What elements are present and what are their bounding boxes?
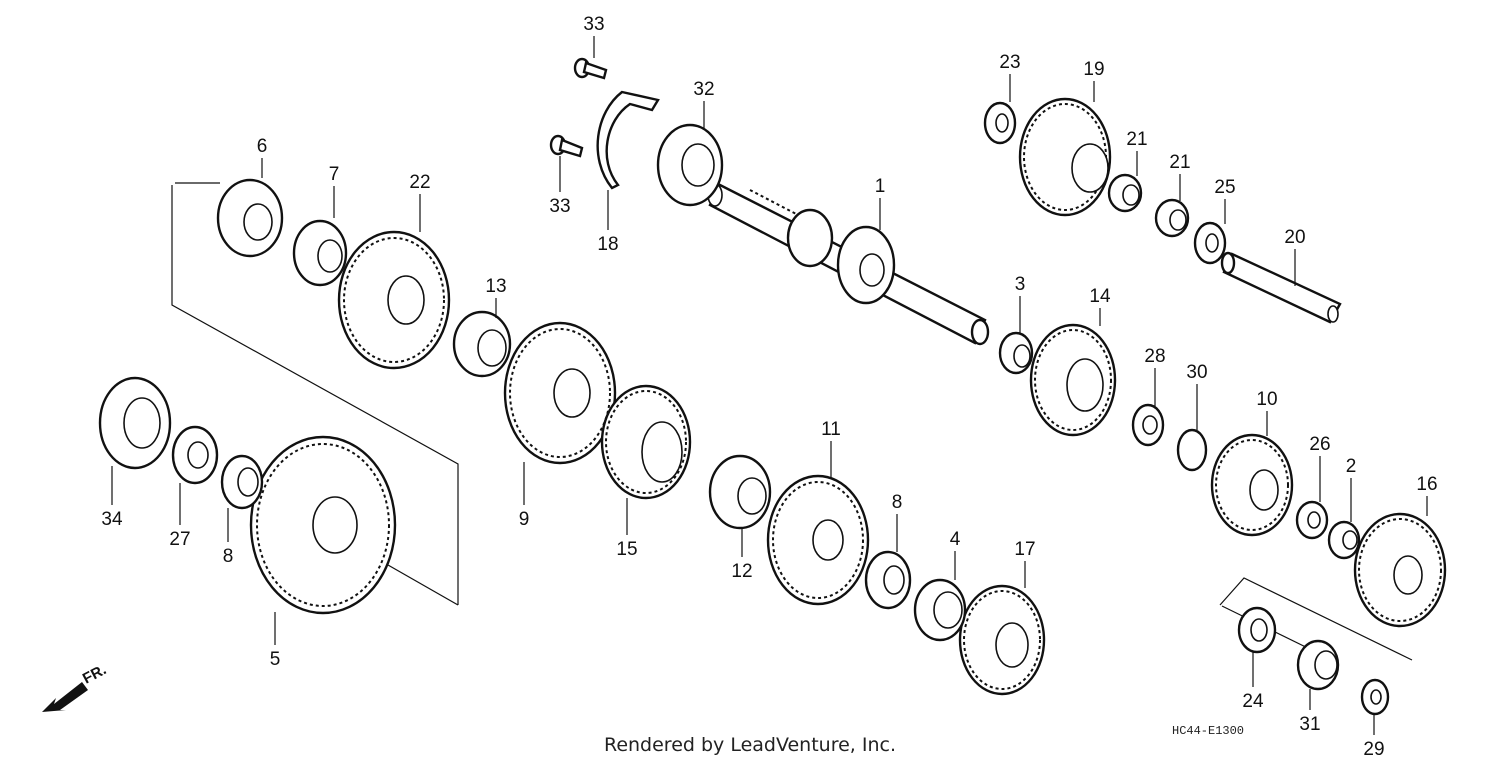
bushing-8a xyxy=(220,454,264,510)
collar-21b xyxy=(1154,198,1190,238)
callout-28: 28 xyxy=(1144,346,1165,367)
washer-26 xyxy=(1295,500,1329,540)
gear-14 xyxy=(1029,323,1117,437)
washer-29 xyxy=(1360,678,1390,716)
gear-16 xyxy=(1353,512,1447,628)
bushing-4 xyxy=(913,578,967,642)
callout-26: 26 xyxy=(1309,434,1330,455)
callout-9: 9 xyxy=(519,509,530,530)
callout-29: 29 xyxy=(1363,739,1384,760)
callout-33b: 33 xyxy=(549,196,570,217)
callout-31: 31 xyxy=(1299,714,1320,735)
callout-8a: 8 xyxy=(223,546,234,567)
callout-16: 16 xyxy=(1416,474,1437,495)
callout-6: 6 xyxy=(257,136,268,157)
group-bracket-left xyxy=(171,182,459,606)
callout-7: 7 xyxy=(329,164,340,185)
callout-24: 24 xyxy=(1242,691,1264,712)
callout-22: 22 xyxy=(409,172,430,193)
bushing-2 xyxy=(1327,520,1361,560)
render-credit: Rendered by LeadVenture, Inc. xyxy=(603,734,897,756)
bearing-7 xyxy=(292,219,348,287)
bushing-12 xyxy=(708,454,772,530)
callout-13: 13 xyxy=(485,276,506,297)
countershaft xyxy=(1220,251,1342,324)
callout-12: 12 xyxy=(731,561,752,582)
bushing-13 xyxy=(452,310,512,378)
mainshaft xyxy=(707,183,990,346)
callout-20: 20 xyxy=(1284,227,1305,248)
collar-21a xyxy=(1107,173,1143,213)
bushing-3 xyxy=(998,331,1034,375)
callout-32: 32 xyxy=(693,79,714,100)
circlip-30 xyxy=(1176,428,1208,472)
callout-30: 30 xyxy=(1186,362,1207,383)
bearing-31 xyxy=(1296,639,1340,691)
callout-11: 11 xyxy=(821,419,841,440)
drawing-code: HC44-E1300 xyxy=(1172,724,1245,738)
bearing-34 xyxy=(98,376,172,470)
callout-3: 3 xyxy=(1015,274,1026,295)
gear-22 xyxy=(337,230,451,370)
callout-15: 15 xyxy=(616,539,637,560)
callout-23: 23 xyxy=(999,52,1020,73)
hub-6 xyxy=(216,178,284,258)
callout-leaders xyxy=(111,36,1428,735)
callout-33a: 33 xyxy=(583,14,604,35)
washer-25 xyxy=(1193,221,1227,265)
washer-23 xyxy=(983,101,1017,145)
bearing-8b xyxy=(864,550,912,610)
front-direction-arrow-icon: FR. xyxy=(42,661,109,712)
gear-5 xyxy=(249,435,397,615)
callout-5: 5 xyxy=(270,649,281,670)
callout-17: 17 xyxy=(1014,539,1035,560)
callout-labels: 1 2 3 4 5 6 7 8 8 9 10 11 12 13 14 15 16… xyxy=(101,14,1437,760)
callout-2: 2 xyxy=(1346,456,1357,477)
gear-17 xyxy=(958,584,1046,696)
gear-9 xyxy=(503,321,617,465)
gear-10 xyxy=(1210,433,1294,537)
callout-1: 1 xyxy=(875,176,886,197)
callout-4: 4 xyxy=(950,529,961,550)
callout-34: 34 xyxy=(101,509,123,530)
gear-11 xyxy=(766,474,870,606)
front-direction-label: FR. xyxy=(80,661,109,687)
bearing-32 xyxy=(656,123,724,207)
washer-24 xyxy=(1237,606,1277,654)
gear-19 xyxy=(1018,97,1112,217)
callout-21b: 21 xyxy=(1169,152,1190,173)
callout-8b: 8 xyxy=(892,492,903,513)
gear-15 xyxy=(600,384,692,500)
bolt-33-bottom xyxy=(549,134,584,158)
bolt-33-top xyxy=(573,57,608,80)
callout-10: 10 xyxy=(1256,389,1277,410)
callout-18: 18 xyxy=(597,234,618,255)
callout-21a: 21 xyxy=(1126,129,1147,150)
washer-28 xyxy=(1131,403,1165,447)
callout-27: 27 xyxy=(169,529,190,550)
washer-27 xyxy=(171,425,219,485)
callout-19: 19 xyxy=(1083,59,1104,80)
bearing-set-plate-18 xyxy=(596,90,660,190)
callout-14: 14 xyxy=(1089,286,1111,307)
callout-25: 25 xyxy=(1214,177,1235,198)
